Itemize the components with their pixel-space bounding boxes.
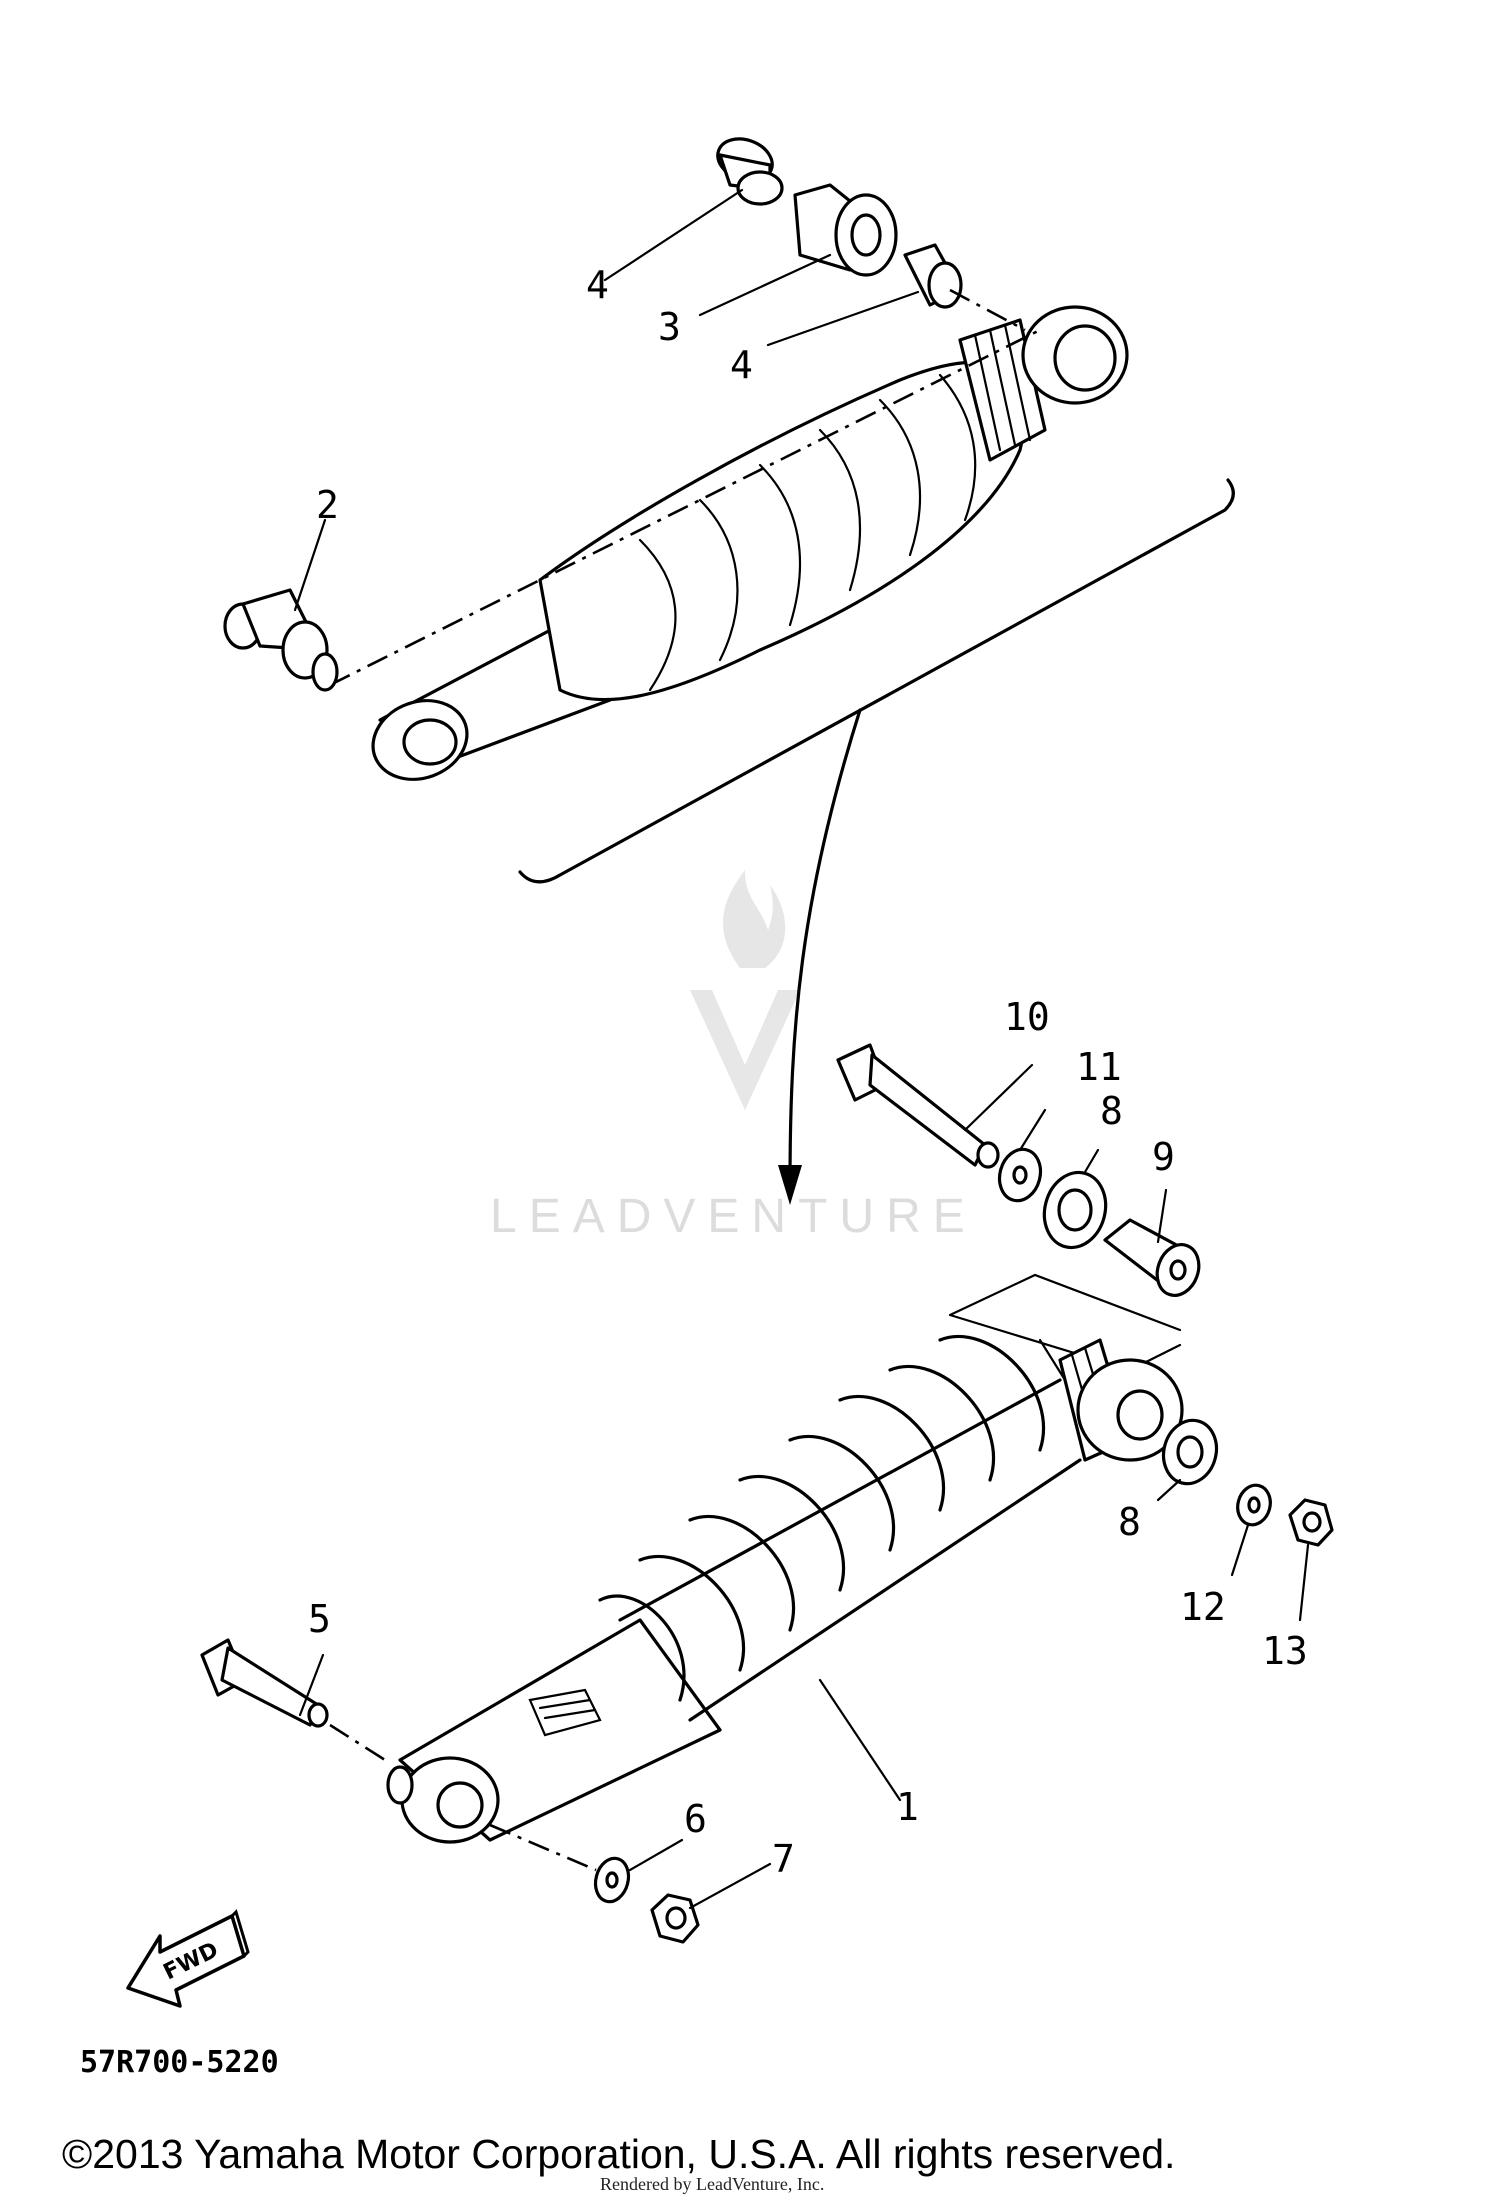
part-12-washer — [1236, 1483, 1272, 1527]
diagram-code: 57R700-5220 — [80, 2045, 279, 2080]
callout-3: 3 — [658, 305, 681, 349]
bellows-boot — [538, 360, 1027, 702]
callout-2: 2 — [316, 483, 339, 527]
callout-1: 1 — [896, 1785, 919, 1829]
leadventure-watermark: LEADVENTURE — [490, 870, 977, 1243]
fwd-direction-arrow: FWD — [126, 1909, 250, 2008]
callout-13: 13 — [1262, 1629, 1308, 1673]
part-13-nut — [1288, 1498, 1334, 1547]
part-10-bolt — [836, 1043, 1000, 1169]
part-11-washer — [997, 1147, 1043, 1203]
callout-12: 12 — [1180, 1585, 1226, 1629]
callout-11: 11 — [1076, 1045, 1122, 1089]
callout-4a: 4 — [586, 263, 609, 307]
arrow-head — [778, 1165, 802, 1205]
part-6-washer — [489, 1823, 631, 1904]
callout-5: 5 — [308, 1597, 331, 1641]
lower-shock-assembly — [200, 1043, 1334, 1944]
part-9-collar — [1103, 1218, 1201, 1297]
connection-arrow — [788, 708, 862, 1187]
part-2-collar — [223, 588, 339, 692]
part-7-nut — [650, 1893, 700, 1944]
rendered-by-credit: Rendered by LeadVenture, Inc. — [600, 2174, 824, 2194]
callout-8b: 8 — [1118, 1500, 1141, 1544]
part-4-bushing-upper — [716, 137, 784, 206]
callout-9: 9 — [1152, 1135, 1175, 1179]
callout-8a: 8 — [1100, 1089, 1123, 1133]
group-bracket — [518, 478, 1235, 884]
part-8-seal-lower — [1161, 1418, 1219, 1486]
callout-7: 7 — [772, 1837, 795, 1881]
part-8-seal-upper — [1042, 1170, 1108, 1250]
part-5-bolt — [200, 1638, 386, 1762]
part-4-bushing-lower — [903, 243, 1026, 332]
upper-shock-assembly — [223, 137, 1235, 884]
callout-10: 10 — [1004, 995, 1050, 1039]
watermark-text: LEADVENTURE — [490, 1190, 977, 1243]
callout-6: 6 — [684, 1797, 707, 1841]
copyright-notice: ©2013 Yamaha Motor Corporation, U.S.A. A… — [62, 2131, 1175, 2177]
callout-4b: 4 — [730, 343, 753, 387]
part-3-bushing — [793, 183, 898, 277]
coil-spring — [598, 1334, 1082, 1722]
